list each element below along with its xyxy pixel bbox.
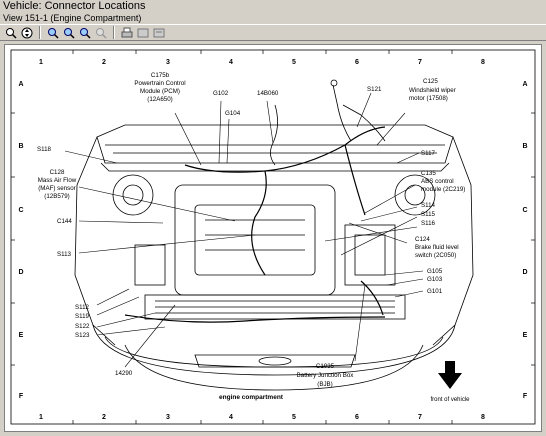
grid-row-d: D <box>18 269 23 276</box>
grid-row-c-right: C <box>522 207 527 214</box>
label-g102: G102 <box>213 90 229 97</box>
grid-col-2-bottom: 2 <box>102 414 106 421</box>
zoom-in-button[interactable] <box>46 26 60 40</box>
grid-row-f-right: F <box>523 393 528 400</box>
label-c125: C125 <box>423 78 438 85</box>
grid-row-c: C <box>18 207 23 214</box>
label-g103: G103 <box>427 276 443 283</box>
grid-row-b: B <box>18 143 23 150</box>
label-g101: G101 <box>427 288 443 295</box>
grid-col-4-bottom: 4 <box>229 414 233 421</box>
label-14b060: 14B060 <box>257 90 279 97</box>
zoom-disabled-button[interactable] <box>94 26 108 40</box>
zoom-area-button[interactable] <box>78 26 92 40</box>
label-g104: G104 <box>225 110 241 117</box>
view-subtitle: View 151-1 (Engine Compartment) <box>3 13 142 23</box>
grid-col-6: 6 <box>355 59 359 66</box>
zoom-in-icon <box>48 27 59 39</box>
label-s113: S113 <box>57 251 72 258</box>
print-button[interactable] <box>120 26 134 40</box>
zoom-area-icon <box>80 27 91 39</box>
label-g105: G105 <box>427 268 443 275</box>
grid-row-b-right: B <box>522 143 527 150</box>
label-c1035: C1035 <box>316 363 335 370</box>
label-s118: S118 <box>37 146 52 153</box>
grid-col-5-bottom: 5 <box>292 414 296 421</box>
label-pcm-line1: Powertrain Control <box>134 80 185 87</box>
label-maf-line1: Mass Air Flow <box>38 177 77 184</box>
label-s115: S115 <box>421 211 436 218</box>
copy-icon <box>137 28 149 37</box>
export-button[interactable] <box>152 26 166 40</box>
zoom-out-icon <box>64 27 75 39</box>
pan-icon <box>21 27 33 38</box>
engine-compartment-diagram: 1 2 3 4 5 6 7 8 1 2 3 4 5 6 7 8 A B C D … <box>10 49 536 425</box>
label-s112: S112 <box>75 304 90 311</box>
grid-row-f: F <box>19 393 24 400</box>
grid-col-4: 4 <box>229 59 233 66</box>
grid-col-7: 7 <box>418 59 422 66</box>
diagram-caption: engine compartment <box>219 394 284 401</box>
copy-button[interactable] <box>136 26 150 40</box>
label-wiper-line2: motor (17508) <box>409 95 448 102</box>
label-bjb-line2: (BJB) <box>317 381 332 388</box>
grid-col-8-bottom: 8 <box>481 414 485 421</box>
window-title: Vehicle: Connector Locations <box>3 0 146 12</box>
label-bjb-line1: Battery Junction Box <box>297 372 355 379</box>
toolbar <box>0 24 546 41</box>
grid-col-3: 3 <box>166 59 170 66</box>
label-c124: C124 <box>415 236 430 243</box>
label-s119: S119 <box>75 313 90 320</box>
label-abs-line1: ABS control <box>421 178 454 185</box>
export-icon <box>153 28 165 37</box>
label-s122: S122 <box>75 323 90 330</box>
engine-compartment-drawing <box>74 79 474 391</box>
grid-col-8: 8 <box>481 59 485 66</box>
label-wiper-line1: Windshield wiper <box>409 87 456 94</box>
label-c135: C135 <box>421 170 436 177</box>
zoom-fit-icon <box>6 27 17 39</box>
grid-col-7-bottom: 7 <box>418 414 422 421</box>
grid-row-d-right: D <box>522 269 527 276</box>
zoom-out-button[interactable] <box>62 26 76 40</box>
print-icon <box>121 27 133 37</box>
label-maf-line3: (12B579) <box>44 193 69 200</box>
label-pcm-line3: (12A650) <box>147 96 172 103</box>
grid-row-a-right: A <box>522 81 527 88</box>
front-arrow-icon <box>438 361 462 389</box>
grid-row-a: A <box>18 81 23 88</box>
grid-col-3-bottom: 3 <box>166 414 170 421</box>
front-of-vehicle-label: front of vehicle <box>430 397 470 403</box>
label-maf-line2: (MAF) sensor <box>38 185 75 192</box>
label-c144: C144 <box>57 218 72 225</box>
label-pcm-line2: Module (PCM) <box>140 88 180 95</box>
label-abs-line2: module (2C219) <box>421 186 465 193</box>
label-14290: 14290 <box>115 370 133 377</box>
label-s117: S117 <box>421 150 436 157</box>
grid-col-1: 1 <box>39 59 43 66</box>
grid-col-2: 2 <box>102 59 106 66</box>
toolbar-separator <box>39 26 41 39</box>
label-s116: S116 <box>421 220 436 227</box>
grid-row-e: E <box>19 332 24 339</box>
component-labels: C175b Powertrain Control Module (PCM) (1… <box>37 72 465 388</box>
label-c128: C128 <box>50 169 65 176</box>
zoom-icon <box>96 27 107 39</box>
grid-col-1-bottom: 1 <box>39 414 43 421</box>
grid-col-5: 5 <box>292 59 296 66</box>
label-brake-line1: Brake fluid level <box>415 244 459 251</box>
diagram-viewport[interactable]: 1 2 3 4 5 6 7 8 1 2 3 4 5 6 7 8 A B C D … <box>4 44 542 432</box>
toolbar-separator <box>113 26 115 39</box>
label-brake-line2: switch (2C050) <box>415 252 456 259</box>
grid-row-e-right: E <box>523 332 528 339</box>
zoom-fit-button[interactable] <box>4 26 18 40</box>
label-s123: S123 <box>75 332 90 339</box>
pan-button[interactable] <box>20 26 34 40</box>
leader-lines <box>64 92 424 368</box>
label-c175b: C175b <box>151 72 170 79</box>
label-s121: S121 <box>367 86 382 93</box>
grid-col-6-bottom: 6 <box>355 414 359 421</box>
label-s114: S114 <box>421 202 436 209</box>
